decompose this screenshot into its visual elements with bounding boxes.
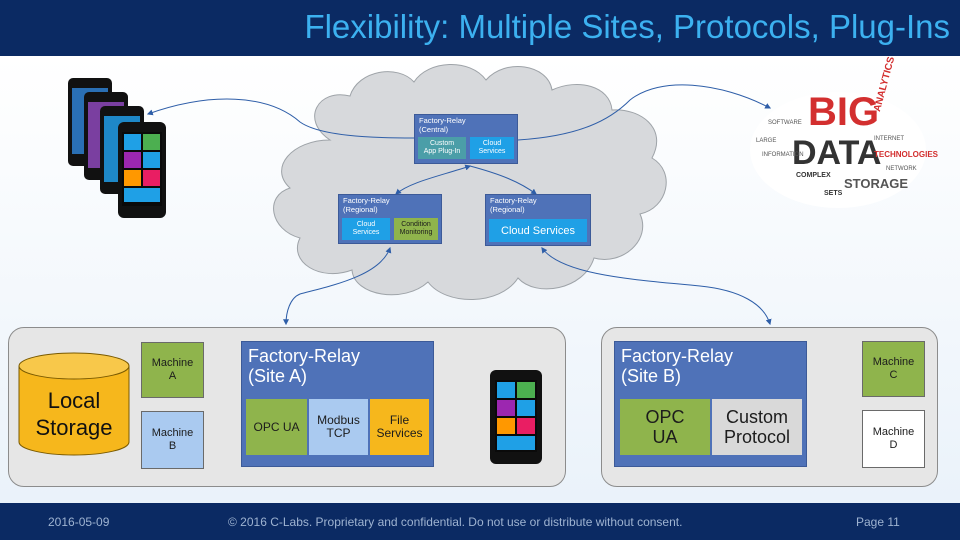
title-bar: Flexibility: Multiple Sites, Protocols, … (0, 0, 960, 56)
site-b-custom-protocol: Custom Protocol (712, 399, 802, 455)
word-storage: STORAGE (844, 176, 909, 191)
central-cloud-services: Cloud Services (470, 137, 514, 159)
machine-c: Machine C (862, 341, 925, 397)
word-network: NETWORK (886, 166, 917, 172)
central-relay-title: Factory-Relay (Central) (419, 116, 466, 134)
site-a-phone-icon (490, 370, 542, 464)
regional-left-cloud-services: Cloud Services (342, 218, 390, 240)
connector-regional-left-site-a (283, 246, 392, 326)
connector-phones-central (146, 98, 415, 139)
site-a-relay-title: Factory-Relay (Site A) (248, 346, 361, 386)
site-b-opc-ua: OPC UA (620, 399, 710, 455)
word-technologies: TECHNOLOGIES (874, 150, 939, 159)
footer-page-number: Page 11 (856, 515, 900, 529)
local-storage-cylinder (18, 352, 130, 456)
footer-copyright: © 2016 C-Labs. Proprietary and confident… (228, 515, 683, 529)
word-information: INFORMATION (762, 152, 804, 158)
condition-monitoring: Condition Monitoring (394, 218, 438, 240)
custom-app-plugin: Custom App Plug-In (418, 137, 466, 159)
word-sets: SETS (824, 190, 843, 197)
footer-date: 2016-05-09 (48, 515, 110, 529)
big-data-cloud: BIG DATA ANALYTICS STORAGE TECHNOLOGIES … (748, 56, 938, 210)
slide-title: Flexibility: Multiple Sites, Protocols, … (304, 8, 950, 45)
word-complex: COMPLEX (796, 172, 831, 179)
machine-a: Machine A (141, 342, 204, 398)
word-internet: INTERNET (874, 136, 904, 142)
site-a-file-services: File Services (370, 399, 429, 455)
connector-central-bigdata (517, 84, 772, 141)
site-a-modbus-tcp: Modbus TCP (309, 399, 368, 455)
regional-right-cloud-services: Cloud Services (489, 219, 587, 242)
word-big: BIG (808, 90, 880, 134)
machine-b: Machine B (141, 411, 204, 469)
connector-central-regional-left (395, 164, 472, 195)
connector-regional-right-site-b (541, 247, 772, 326)
machine-d: Machine D (862, 410, 925, 468)
site-b-relay-title: Factory-Relay (Site B) (621, 346, 734, 386)
regional-left-title: Factory-Relay (Regional) (343, 196, 390, 214)
word-cloud-shape (750, 92, 926, 208)
connector-central-regional-right (469, 165, 537, 195)
local-storage-label: Local Storage (35, 388, 113, 440)
word-large: LARGE (756, 138, 777, 144)
regional-right-title: Factory-Relay (Regional) (490, 196, 537, 214)
site-a-opc-ua: OPC UA (246, 399, 307, 455)
word-data: DATA (792, 134, 882, 172)
phones-icon (68, 78, 166, 218)
cloud-shape (273, 64, 667, 300)
word-software: SOFTWARE (768, 120, 802, 126)
footer: 2016-05-09 © 2016 C-Labs. Proprietary an… (0, 503, 960, 540)
